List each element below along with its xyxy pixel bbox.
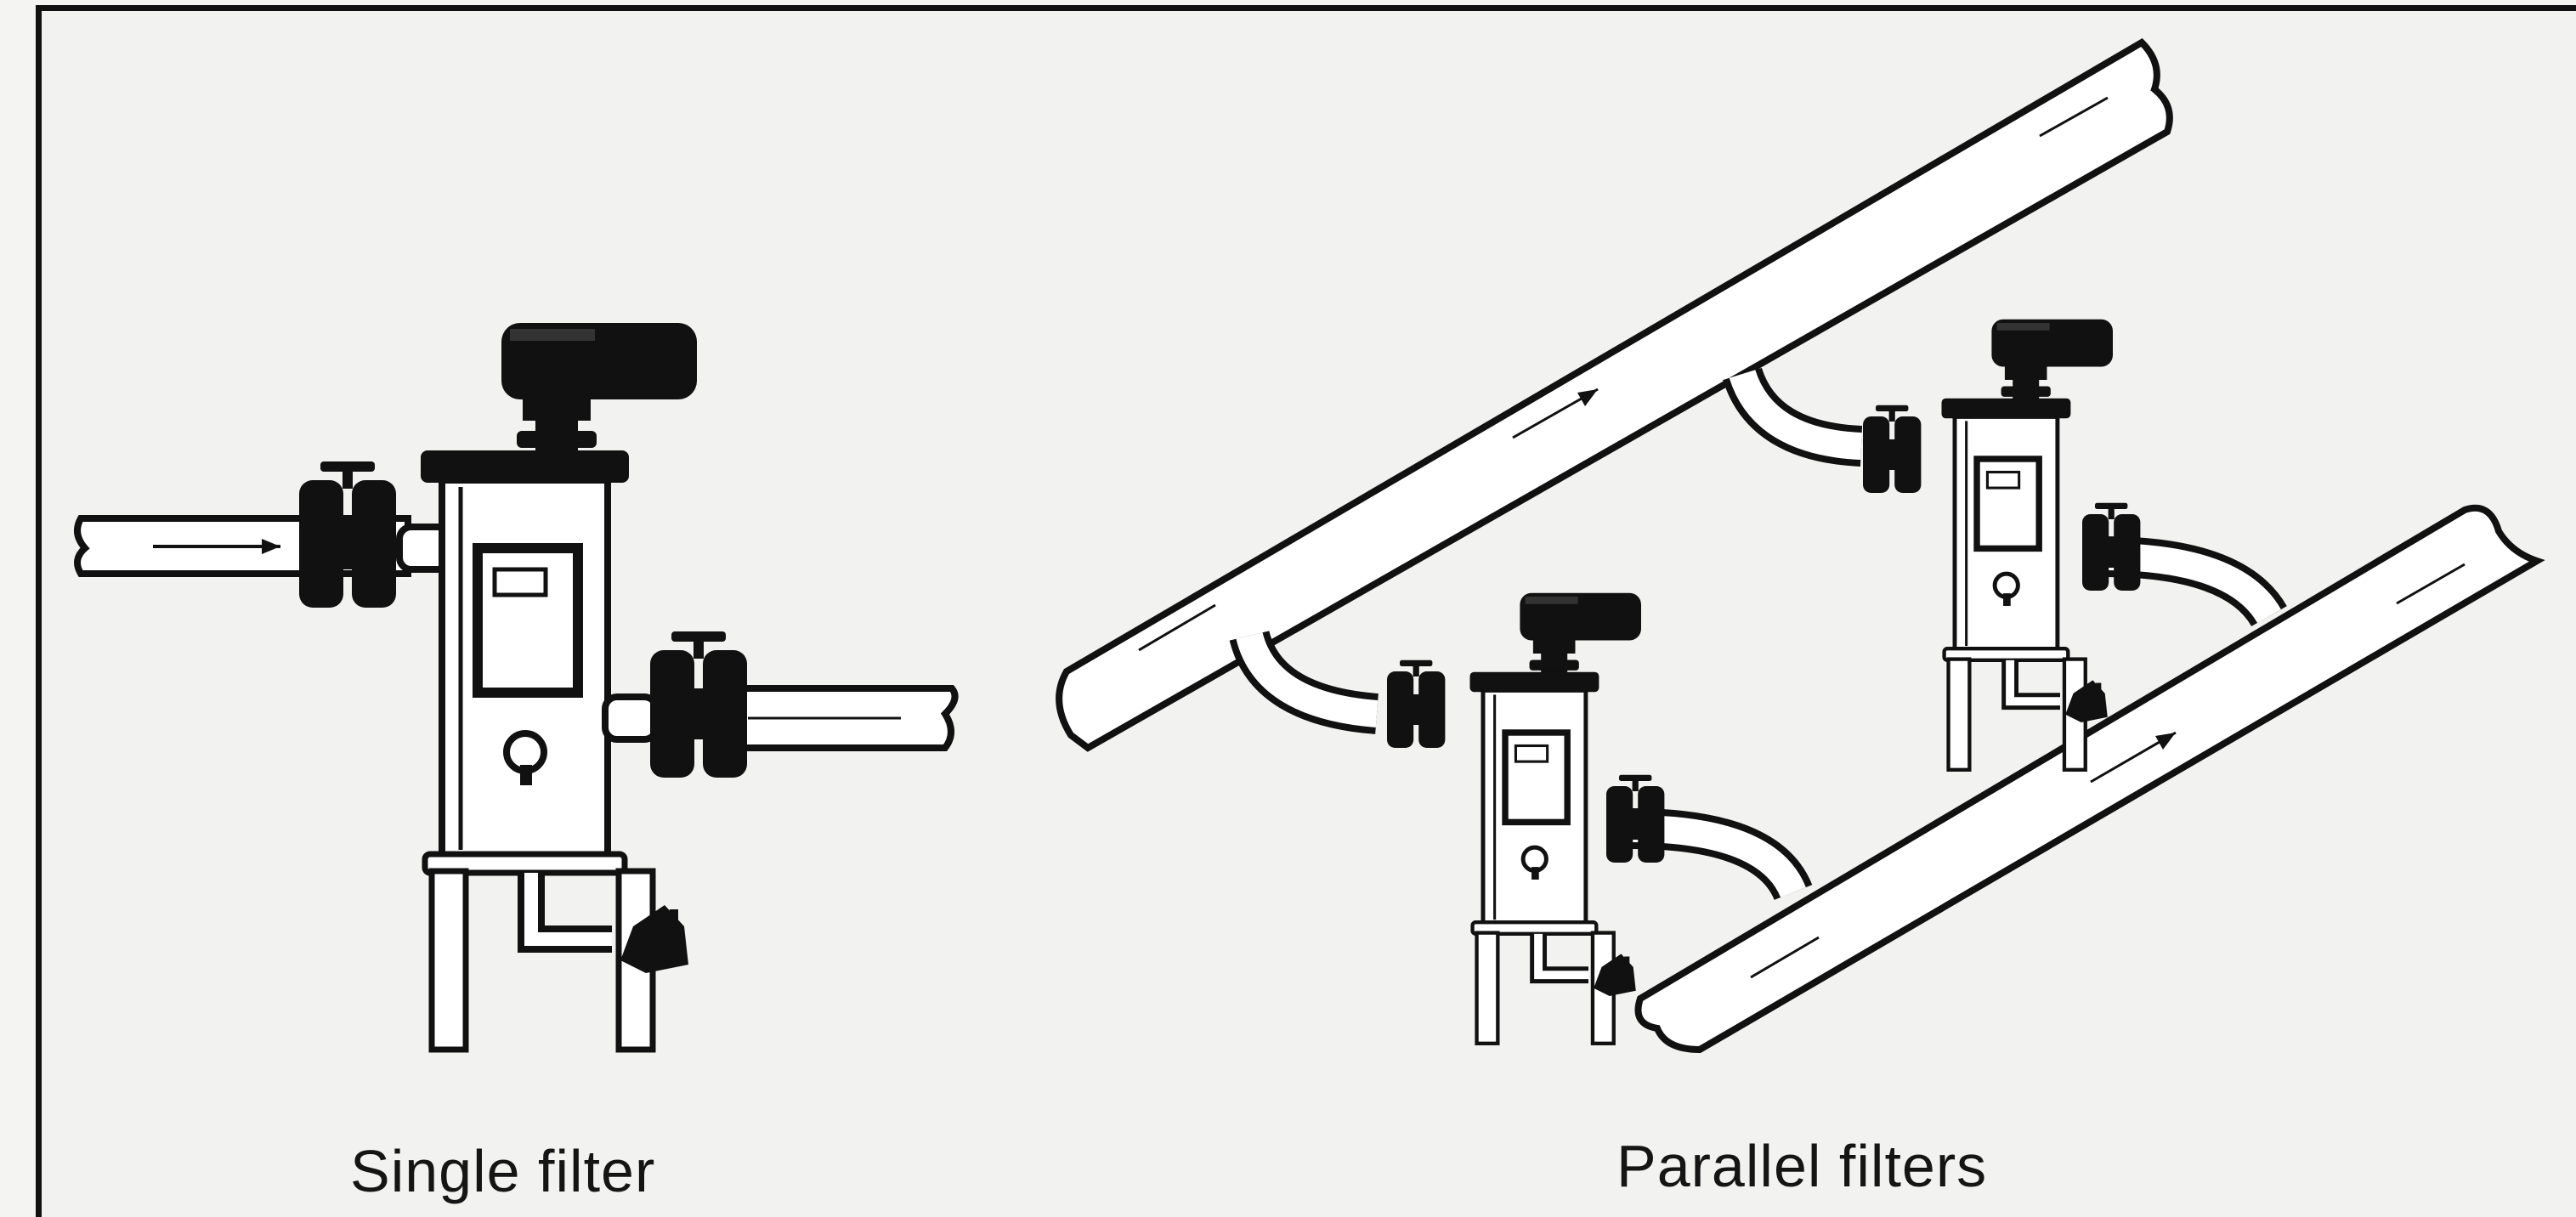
single-filter-label: Single filter <box>350 1138 656 1204</box>
parallel-filter-unit-1 <box>1229 593 1813 1044</box>
outlet-pipe <box>728 685 959 751</box>
parallel-filter-unit-2 <box>1723 320 2287 770</box>
single-filter-assembly <box>74 323 959 1050</box>
parallel-filters-label: Parallel filters <box>1616 1133 1988 1199</box>
outlet-valve <box>650 631 747 778</box>
inlet-valve <box>299 461 396 608</box>
upper-header-pipe <box>1056 37 2173 752</box>
lower-header-pipe <box>1634 504 2545 1054</box>
parallel-filters-assembly <box>1056 37 2545 1054</box>
